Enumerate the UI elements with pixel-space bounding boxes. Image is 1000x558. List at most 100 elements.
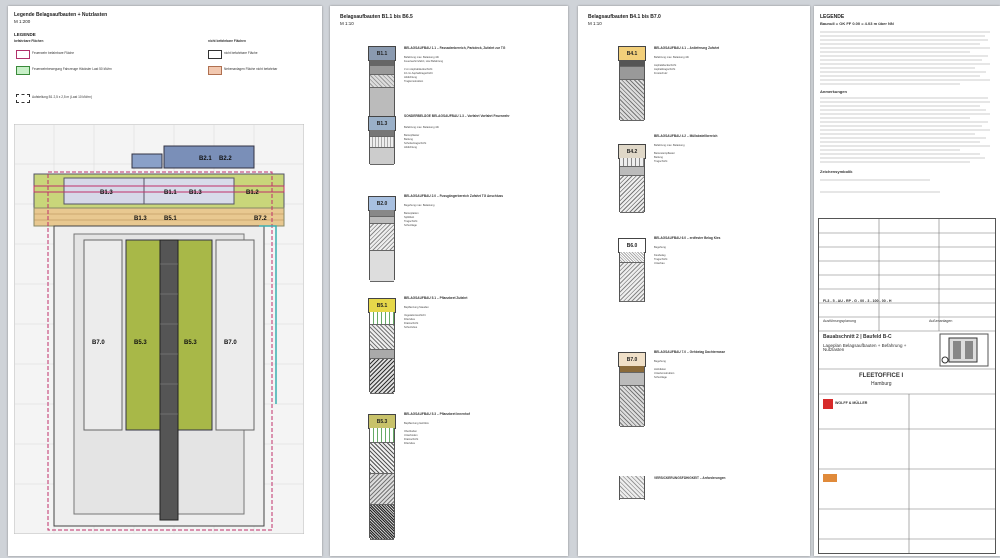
planner-logo-icon bbox=[823, 474, 837, 482]
layer-line: Unterbau bbox=[654, 262, 665, 265]
layer-strata bbox=[369, 130, 395, 165]
layer-heading: BELAGSAUFBAU 6.0 – erdfester Belag Kies bbox=[654, 236, 721, 240]
legend-swatch bbox=[16, 50, 30, 59]
legend-label: Feuerwehrbewegung Fahrzeuge Häcksler Las… bbox=[32, 67, 113, 71]
legend-left-heading: befahrbare Flächen bbox=[14, 39, 44, 43]
layer-line: Filtervlies bbox=[404, 442, 415, 445]
height-reference: Baunull = OK FF 0.00 = 4.03 m über NN bbox=[820, 21, 894, 26]
layer-code: B1.3 bbox=[368, 116, 396, 131]
project-code: FL3 - 5 - AU - RP - G - 00 - 3 - 100 - 0… bbox=[823, 299, 892, 303]
layer-heading: SONDERBELÄGE BELAGSAUFBAU 1.3 – Vorfahrt… bbox=[404, 114, 510, 118]
layer-line: Befahrung max. Belastung 44t bbox=[654, 56, 689, 59]
sheet-title: Legende Belagsaufbauten + Nutzlasten bbox=[14, 12, 108, 18]
legend-label: Feuerwehr befahrbare Fläche bbox=[32, 51, 74, 55]
section-zeichensymbolik: Zeichensymbolik bbox=[820, 169, 853, 174]
legend-swatch bbox=[16, 66, 30, 75]
layer-line: Unterboden bbox=[404, 434, 418, 437]
plan-description: Lageplan Belagsaufbauten + Befahrung + N… bbox=[823, 343, 907, 352]
layer-strata bbox=[619, 60, 645, 121]
layer-strata bbox=[369, 312, 395, 394]
title-block-sheet: LEGENDE Baunull = OK FF 0.00 = 4.03 m üb… bbox=[814, 6, 1000, 556]
layer-code: B7.0 bbox=[618, 352, 646, 367]
svg-text:B1.3: B1.3 bbox=[189, 190, 202, 196]
layer-line: Frostschutz bbox=[654, 72, 668, 75]
layer-line: Kiesbelag bbox=[654, 254, 666, 257]
svg-text:B7.0: B7.0 bbox=[92, 340, 105, 346]
layer-line: Schutzlage bbox=[404, 224, 417, 227]
section-anmerkungen: Anmerkungen bbox=[820, 89, 847, 94]
layer-line: Tragschicht bbox=[404, 220, 418, 223]
svg-text:B5.3: B5.3 bbox=[134, 340, 147, 346]
layer-line: Bepflanzung Gehölze bbox=[404, 422, 429, 425]
title-block: FL3 - 5 - AU - RP - G - 00 - 3 - 100 - 0… bbox=[818, 218, 996, 554]
layer-line: Schutzlage bbox=[654, 376, 667, 379]
company-logo-icon bbox=[823, 399, 833, 409]
layer-line: Begehung max. Belastung bbox=[404, 204, 435, 207]
layer-line: Vegetationsschicht bbox=[404, 314, 426, 317]
layer-strata bbox=[369, 60, 395, 119]
layer-heading: BELAGSAUFBAU 4.2 – Müllabstellbereich bbox=[654, 134, 718, 138]
layer-line: Asphalttragschicht bbox=[654, 68, 676, 71]
layer-strata bbox=[619, 252, 645, 302]
layer-line: Splittbett bbox=[404, 216, 415, 219]
layer-heading: BELAGSAUFBAU 4.1 – Anlieferung Zufahrt bbox=[654, 46, 720, 50]
layer-line: Bettung bbox=[654, 156, 663, 159]
svg-text:B1.2: B1.2 bbox=[246, 190, 259, 196]
legend-label: nicht befahrbare Fläche bbox=[224, 51, 258, 55]
svg-text:B1.3: B1.3 bbox=[100, 190, 113, 196]
legend-right-heading: nicht befahrbare Flächen bbox=[208, 39, 246, 43]
plan-name: Bauabschnitt 2 | Baufeld B-C bbox=[823, 334, 892, 340]
layer-line: Schottertragschicht bbox=[404, 142, 427, 145]
site-plan-drawing: B2.1 B2.2 B1.3 B1.1 B1.3 B1.3 B1.2 B5.3 … bbox=[14, 124, 304, 534]
layer-heading: BELAGSAUFBAU 1.1 – Fassadenbereich, Park… bbox=[404, 46, 506, 50]
layer-heading: BELAGSAUFBAU 5.3 – Pflanzbeet Innenhof bbox=[404, 412, 470, 416]
layer-line: Befahrung max. Belastung 44t bbox=[404, 126, 439, 129]
legend-swatch bbox=[208, 50, 222, 59]
svg-text:B5.1: B5.1 bbox=[164, 216, 177, 222]
layer-line: Betonplatten bbox=[404, 212, 419, 215]
layer-line: Betonsteinpflaster bbox=[654, 152, 675, 155]
svg-text:B5.3: B5.3 bbox=[184, 340, 197, 346]
layer-strata bbox=[619, 366, 645, 427]
layer-line: Befahrung max. Belastung bbox=[654, 144, 685, 147]
layer-strata bbox=[369, 428, 395, 540]
layer-line: Tragkonstruktion bbox=[404, 80, 424, 83]
layer-line: Tragschicht bbox=[654, 160, 668, 163]
layer-code: B2.0 bbox=[368, 196, 396, 211]
layer-line: Holzdielen bbox=[654, 368, 667, 371]
sheet-title: Belagsaufbauten B1.1 bis B6.5 bbox=[340, 14, 413, 20]
layer-line: Oberboden bbox=[404, 430, 417, 433]
layer-line: Drainschicht bbox=[404, 322, 419, 325]
layers-sheet-a: Belagsaufbauten B1.1 bis B6.5 M 1:10 B1.… bbox=[330, 6, 568, 556]
layer-line: Drainschicht bbox=[404, 438, 419, 441]
layer-code: B6.0 bbox=[618, 238, 646, 253]
layer-code: B1.1 bbox=[368, 46, 396, 61]
sheet-scale: M 1:200 bbox=[14, 19, 31, 24]
plan-subtitle: Außenanlagen bbox=[929, 319, 953, 323]
svg-text:B1.1: B1.1 bbox=[164, 190, 177, 196]
svg-text:B1.3: B1.3 bbox=[134, 216, 147, 222]
legend-swatch bbox=[208, 66, 222, 75]
layer-code: B5.1 bbox=[368, 298, 396, 313]
layer-line: Asphaltdeckschicht bbox=[654, 64, 677, 67]
svg-text:B7.2: B7.2 bbox=[254, 216, 267, 222]
layer-code: B4.1 bbox=[618, 46, 646, 61]
layer-line: Befahrung max. Belastung 44t bbox=[404, 56, 439, 59]
sheet-title: Belagsaufbauten B4.1 bis B7.0 bbox=[588, 14, 661, 20]
company-name: WOLFF & MÜLLER bbox=[835, 401, 868, 405]
footer-note: VERSICKERUNGSFÄHIGKEIT – Anforderungen bbox=[654, 476, 726, 480]
layer-line: Begehung bbox=[654, 246, 666, 249]
layer-line: Bettung bbox=[404, 138, 413, 141]
layer-line: 3 cm Asphaltdeckschicht bbox=[404, 68, 433, 71]
svg-text:B2.2: B2.2 bbox=[219, 156, 232, 162]
layer-heading: BELAGSAUFBAU 2.0 – Fussgängerbereich Zuf… bbox=[404, 194, 504, 198]
sheet-scale: M 1:10 bbox=[588, 21, 602, 26]
layer-line: Schutzvlies bbox=[404, 326, 418, 329]
legend-title: LEGENDE bbox=[820, 14, 845, 20]
legend-swatch bbox=[16, 94, 30, 103]
layer-line: Abdichtung bbox=[404, 146, 417, 149]
plan-type: Ausführungsplanung bbox=[823, 319, 856, 323]
layer-strata bbox=[619, 476, 645, 500]
layers-sheet-b: Belagsaufbauten B4.1 bis B7.0 M 1:10 B4.… bbox=[578, 6, 810, 556]
layer-strata bbox=[369, 210, 395, 282]
